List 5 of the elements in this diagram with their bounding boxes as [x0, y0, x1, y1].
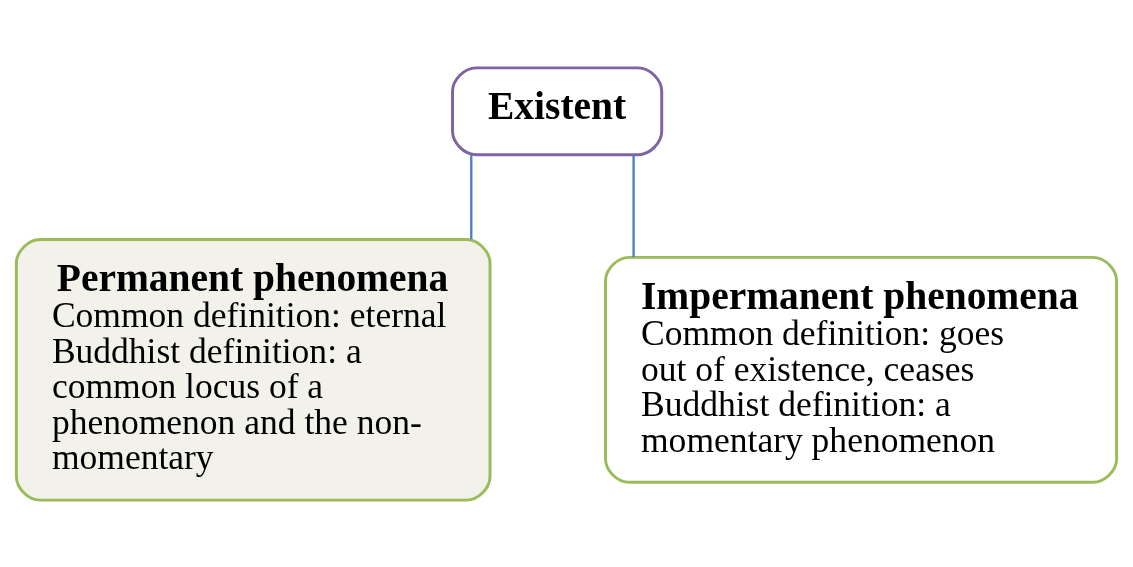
- connector: [632, 154, 635, 257]
- node-box: Existent: [451, 65, 664, 156]
- node-box: Permanent phenomena Common definition: eternal Buddhist definition: a common locus of a phenomenon and the non-momentary: [14, 237, 492, 502]
- node-box: Impermanent phenomena Common definition: goes out of existence, ceases Buddhist definition: a momentary phenomenon: [604, 255, 1119, 484]
- connector: [470, 154, 473, 239]
